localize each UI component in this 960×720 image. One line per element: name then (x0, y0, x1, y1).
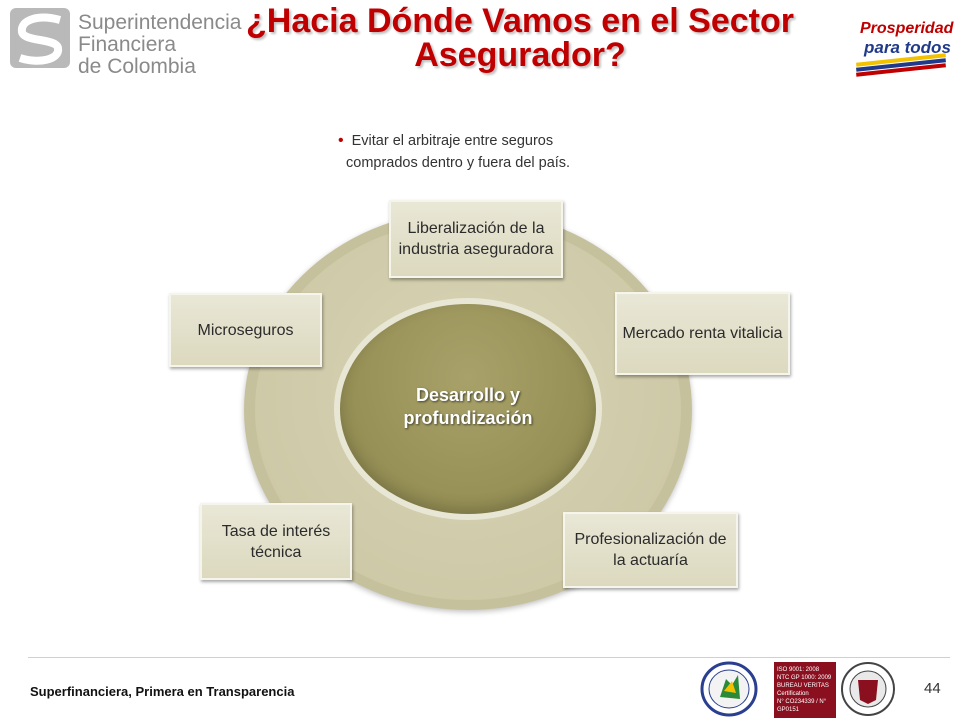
certification-seal-icon (700, 661, 758, 717)
center-label-line1: Desarrollo y (415, 385, 521, 405)
prosperidad-line1: Prosperidad (860, 20, 954, 37)
box-tasa-interes-tecnica: Tasa de interés técnica (200, 503, 352, 580)
slide-title: ¿Hacia Dónde Vamos en el Sector Asegurad… (240, 4, 800, 72)
bullet-line1: Evitar el arbitraje entre seguros (351, 133, 554, 149)
cert-line3: BUREAU VERITAS (777, 683, 829, 689)
footer-text: Superfinanciera, Primera en Transparenci… (30, 684, 295, 699)
superfinanciera-logo: Superintendencia Financiera de Colombia (8, 6, 248, 78)
box-profesionalizacion-actuaria: Profesionalización de la actuaría (563, 512, 738, 588)
prosperidad-line2: para todos (864, 38, 951, 57)
center-circle (340, 304, 596, 514)
cert-line2: NTC GP 1000: 2009 (777, 675, 832, 681)
cert-line4: Certification (777, 691, 809, 697)
box-mercado-renta-vitalicia: Mercado renta vitalicia (615, 292, 790, 375)
box-profesionalizacion-label: Profesionalización de la actuaría (574, 531, 727, 569)
bullet-line2: comprados dentro y fuera del país. (346, 155, 571, 171)
cert-line1: ISO 9001: 2008 (777, 667, 820, 673)
sfc-logo-line2: Financiera (78, 33, 177, 56)
footer-divider (28, 657, 950, 658)
page-number: 44 (924, 680, 941, 697)
prosperidad-logo: Prosperidad para todos (842, 6, 954, 77)
box-microseguros: Microseguros (169, 293, 322, 367)
cert-line5: N° CO234339 / N° GP0151 (777, 699, 827, 713)
center-label-line2: profundización (403, 408, 533, 428)
iso-certification-badge: ISO 9001: 2008 NTC GP 1000: 2009 BUREAU … (774, 662, 836, 718)
bullet-point: • Evitar el arbitraje entre seguros compr… (338, 130, 638, 174)
center-label: Desarrollo y profundización (340, 384, 596, 430)
box-microseguros-label: Microseguros (197, 321, 294, 339)
box-liberalizacion: Liberalización de la industria asegurado… (389, 200, 563, 278)
title-line2: Asegurador? (414, 36, 626, 74)
box-tasa-label: Tasa de interés técnica (221, 522, 331, 561)
bullet-dot-icon: • (338, 132, 344, 149)
title-line1: ¿Hacia Dónde Vamos en el Sector (246, 2, 794, 40)
bureau-veritas-seal-icon (841, 662, 895, 716)
sfc-emblem-icon (10, 8, 70, 68)
box-mercado-label: Mercado renta vitalicia (622, 325, 783, 342)
sfc-logo-line3: de Colombia (78, 55, 196, 78)
box-liberalizacion-label: Liberalización de la industria asegurado… (398, 220, 554, 258)
sfc-logo-line1: Superintendencia (78, 11, 242, 34)
